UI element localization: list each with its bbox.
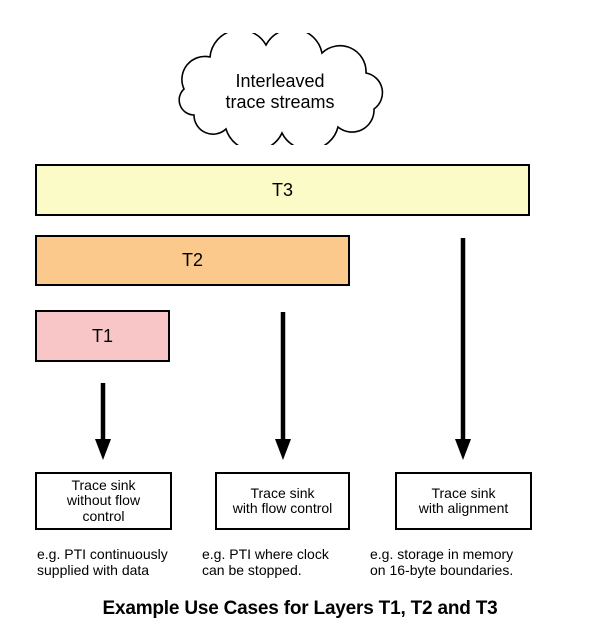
cloud-shape: Interleaved trace streams (170, 33, 390, 145)
sink-box-line: Trace sink (431, 484, 496, 501)
cloud-label-line2: trace streams (225, 92, 335, 112)
note-line: on 16-byte boundaries. (370, 561, 514, 578)
diagram-caption: Example Use Cases for Layers T1, T2 and … (102, 598, 498, 619)
cloud-outline-icon (178, 33, 384, 145)
sink-box-line: with flow control (232, 500, 333, 516)
cloud-label: Interleaved trace streams (170, 33, 390, 145)
sink-box-line: control (82, 507, 125, 524)
layer-bar-t3-label: T3 (271, 179, 293, 200)
note-with-flow-control: e.g. PTI where clock can be stopped. (202, 546, 329, 578)
sink-box-line: without flow (66, 492, 141, 509)
layer-bar-t2-label: T2 (181, 250, 203, 270)
note-line: supplied with data (37, 561, 150, 578)
note-line: e.g. PTI where clock (202, 546, 329, 562)
down-arrow-t3-icon (455, 238, 471, 460)
note-with-alignment: e.g. storage in memory on 16-byte bounda… (370, 546, 514, 578)
note-line: can be stopped. (202, 561, 302, 578)
down-arrow-t1-icon (95, 383, 111, 460)
sink-box-line: Trace sink (250, 484, 315, 501)
layer-bar-t1: T1 (35, 310, 170, 362)
note-line: e.g. storage in memory (370, 546, 514, 562)
layer-bar-t1-label: T1 (91, 325, 113, 346)
sink-box-with-flow-control: Trace sink with flow control (215, 472, 350, 530)
layer-bar-t3: T3 (35, 164, 530, 216)
down-arrow-t2-icon (275, 312, 291, 460)
note-without-flow-control: e.g. PTI continuously supplied with data (37, 546, 168, 578)
sink-box-line: with alignment (418, 500, 509, 516)
sink-box-without-flow-control: Trace sink without flow control (35, 472, 172, 530)
sink-box-line: Trace sink (71, 476, 136, 493)
sink-box-with-alignment: Trace sink with alignment (395, 472, 532, 530)
note-line: e.g. PTI continuously (37, 546, 168, 562)
layer-bar-t2: T2 (35, 235, 350, 286)
cloud-label-line1: Interleaved (235, 71, 325, 91)
